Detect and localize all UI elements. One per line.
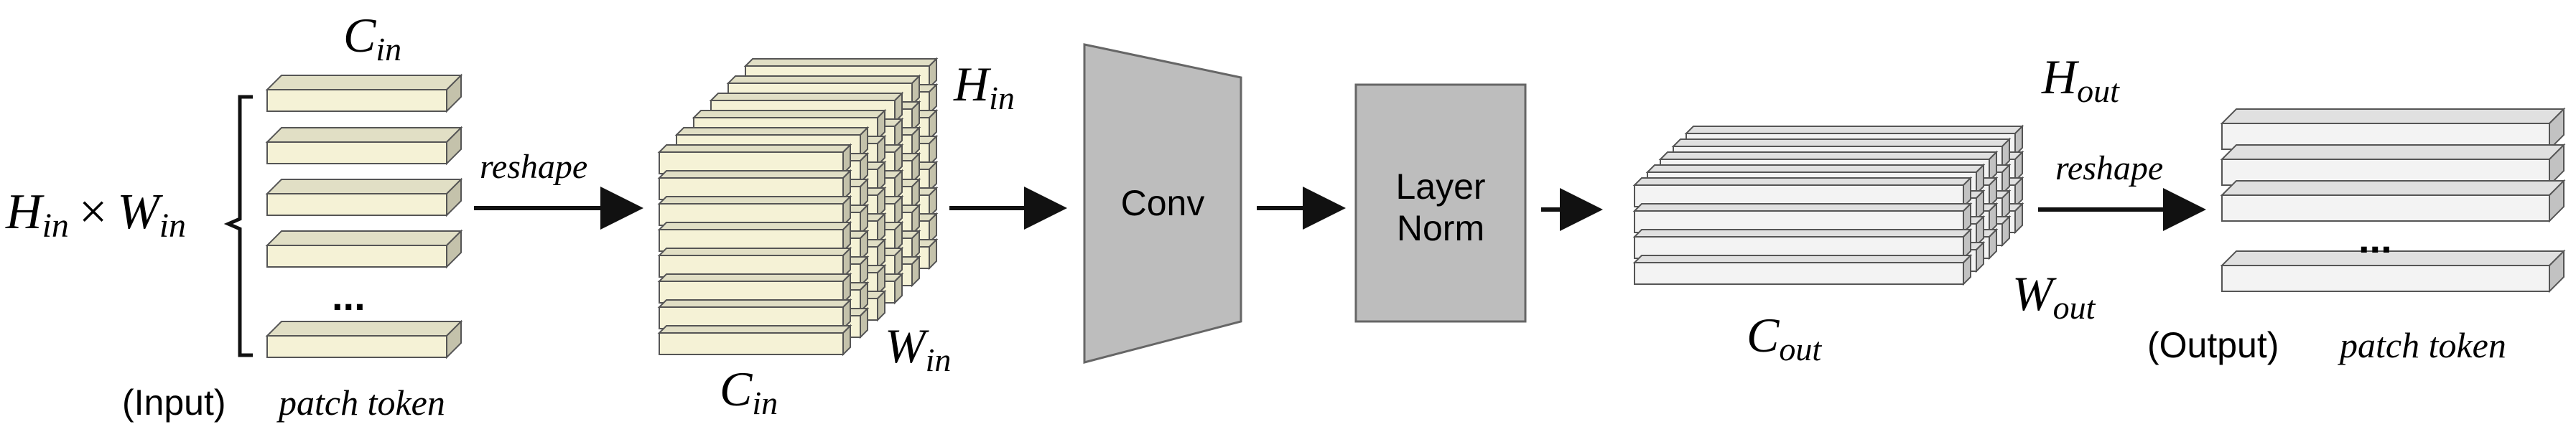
tensor-out-slab bbox=[1632, 176, 1973, 209]
input-height-width-label: Hin×Win bbox=[5, 184, 186, 245]
output-section: ... (Output) patch token bbox=[2147, 107, 2566, 365]
reshape-label-in: reshape bbox=[480, 148, 587, 186]
input-token-bar bbox=[265, 319, 463, 360]
input-token-bar bbox=[265, 73, 463, 113]
conv-label: Conv bbox=[1121, 183, 1205, 223]
output-tensor: Hout Wout Cout bbox=[1632, 50, 2120, 367]
output-token-bar bbox=[2220, 249, 2566, 293]
layernorm-label-line1: Layer bbox=[1395, 166, 1485, 207]
output-token-bar bbox=[2220, 107, 2566, 151]
layernorm-block: Layer Norm bbox=[1354, 83, 1527, 323]
reshape-arrow-out: reshape bbox=[2038, 149, 2206, 231]
tensor-in-c-label: Cin bbox=[720, 362, 778, 421]
tensor-in-slab bbox=[657, 324, 852, 357]
input-token-bars bbox=[265, 73, 463, 360]
tensor-in-slab bbox=[657, 272, 852, 305]
tensor-out-slab bbox=[1632, 202, 1973, 235]
tensor-in-slab bbox=[657, 169, 852, 202]
tensor-in-w-label: Win bbox=[885, 319, 951, 378]
output-tensor-cube bbox=[1632, 124, 2024, 286]
output-token-bars bbox=[2220, 107, 2566, 293]
tensor-out-w-label: Wout bbox=[2012, 266, 2096, 326]
tensor-out-c-label: Cout bbox=[1747, 308, 1822, 367]
output-token-bar bbox=[2220, 143, 2566, 187]
tensor-in-slab bbox=[657, 143, 852, 176]
layernorm-label-line2: Norm bbox=[1397, 208, 1484, 248]
input-caption-paren: (Input) bbox=[122, 382, 226, 423]
input-token-bar bbox=[265, 177, 463, 217]
input-brace bbox=[223, 95, 253, 357]
input-token-bar bbox=[265, 229, 463, 269]
tensor-in-slab bbox=[657, 246, 852, 279]
tensor-out-h-label: Hout bbox=[2041, 50, 2120, 109]
tensor-in-slab bbox=[657, 220, 852, 253]
input-ellipsis: ... bbox=[332, 273, 366, 319]
conv-block: Conv bbox=[1083, 43, 1242, 364]
tensor-out-slab bbox=[1632, 227, 1973, 260]
input-token-bar bbox=[265, 126, 463, 166]
output-caption-paren: (Output) bbox=[2147, 325, 2279, 365]
reshape-arrow-in: reshape bbox=[474, 148, 643, 230]
tensor-in-slab bbox=[657, 298, 852, 331]
input-tensor: Hin Win Cin bbox=[657, 57, 1015, 421]
tensor-in-slab bbox=[657, 194, 852, 227]
reshape-label-out: reshape bbox=[2055, 149, 2163, 187]
tensor-in-h-label: Hin bbox=[953, 57, 1015, 116]
output-caption-token: patch token bbox=[2338, 325, 2506, 365]
output-ellipsis: ... bbox=[2358, 216, 2392, 261]
output-token-bar bbox=[2220, 179, 2566, 223]
input-channel-label: Cin bbox=[343, 8, 401, 67]
input-section: Hin×Win Cin ... (Input) patch token bbox=[5, 8, 463, 423]
input-tensor-cube bbox=[657, 57, 939, 357]
tensor-out-slab bbox=[1632, 253, 1973, 286]
input-caption-token: patch token bbox=[276, 382, 445, 423]
